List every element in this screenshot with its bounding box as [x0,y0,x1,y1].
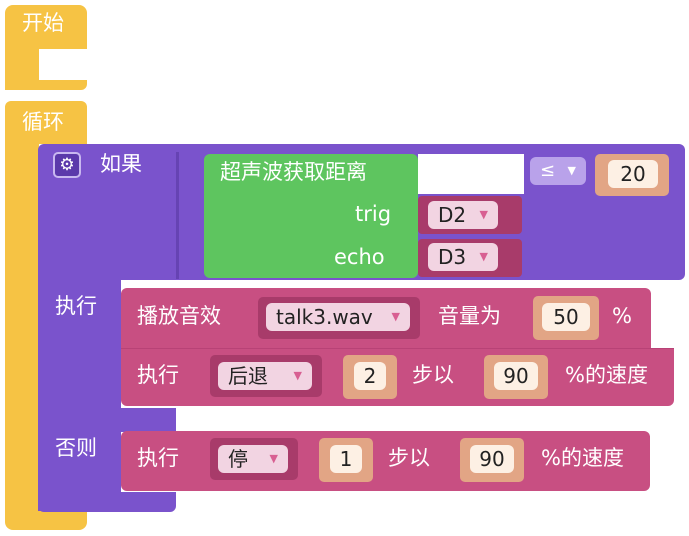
play-sound-label: 播放音效 [137,304,221,328]
volume-field[interactable]: 50 [542,303,590,331]
else-label: 否则 [55,436,97,460]
move1-label: 执行 [137,363,179,387]
speed-field-1[interactable]: 90 [494,362,538,390]
compare-value-field[interactable]: 20 [608,160,658,188]
steps-field-1[interactable]: 2 [354,362,386,390]
echo-label: echo [334,245,385,269]
echo-pin-dropdown[interactable]: D3▼ [428,243,498,271]
speed-label-1: %的速度 [565,363,648,387]
volume-unit: % [612,304,632,328]
steps-label-2: 步以 [388,446,430,470]
chevron-down-icon: ▼ [391,310,400,323]
speed-label-2: %的速度 [541,446,624,470]
steps-label-1: 步以 [412,363,454,387]
start-label: 开始 [22,11,64,35]
chevron-down-icon: ▼ [269,452,278,465]
do-label: 执行 [55,294,97,318]
trig-pin-dropdown[interactable]: D2▼ [428,201,498,229]
direction-dropdown-2[interactable]: 停▼ [218,445,288,473]
speed-field-2[interactable]: 90 [470,445,514,473]
direction-dropdown-1[interactable]: 后退▼ [218,362,312,390]
chevron-down-icon: ▼ [479,208,488,221]
ultrasonic-label: 超声波获取距离 [220,160,367,184]
move-block-2[interactable] [121,431,650,491]
trig-label: trig [355,202,392,226]
move2-label: 执行 [137,446,179,470]
chevron-down-icon: ▼ [567,164,576,177]
loop-label: 循环 [22,110,64,134]
loop-block[interactable] [5,101,87,144]
volume-label: 音量为 [438,304,501,328]
chevron-down-icon: ▼ [479,250,488,263]
ultrasonic-block[interactable] [204,154,418,278]
compare-operator-dropdown[interactable]: ≤ ▼ [530,157,586,185]
if-label: 如果 [100,152,142,176]
gear-icon[interactable]: ⚙ [53,152,81,178]
steps-field-2[interactable]: 1 [330,445,362,473]
chevron-down-icon: ▼ [293,369,302,382]
sound-file-dropdown[interactable]: talk3.wav▼ [266,303,410,331]
